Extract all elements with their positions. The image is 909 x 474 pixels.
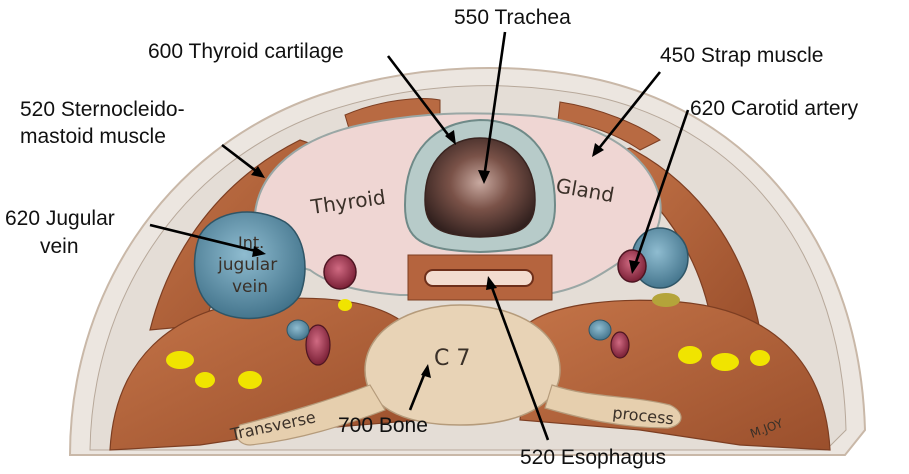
label-scm-line1: 520 Sternocleido- [20,98,185,122]
label-scm-line2: mastoid muscle [20,125,166,149]
fat-deposit [750,350,770,366]
fat-deposit [238,371,262,389]
label-strap-muscle: 450 Strap muscle [660,44,823,68]
vertebra-label: C 7 [434,346,470,371]
carotid-artery-left [324,255,356,289]
vein-small-right [589,320,611,340]
esophagus-lumen [425,270,533,286]
vein-small-left [287,320,309,340]
label-carotid-artery: 620 Carotid artery [690,97,858,121]
label-jugular-line1: 620 Jugular [5,207,115,231]
label-thyroid-cartilage: 600 Thyroid cartilage [148,40,344,64]
vertebral-artery-left [306,325,330,365]
fat-deposit [711,353,739,371]
label-bone: 700 Bone [338,414,428,438]
jugular-word: jugular [217,255,277,275]
fat-deposit [166,351,194,369]
fat-deposit [652,293,680,307]
vertebral-artery-right [611,332,629,358]
label-esophagus: 520 Esophagus [520,446,666,470]
label-jugular-line2: vein [40,235,79,259]
trachea-lumen [425,138,535,237]
jugular-word-vein: vein [232,277,268,297]
label-trachea: 550 Trachea [454,6,571,30]
fat-deposit [338,299,352,311]
fat-deposit [195,372,215,388]
fat-deposit [678,346,702,364]
